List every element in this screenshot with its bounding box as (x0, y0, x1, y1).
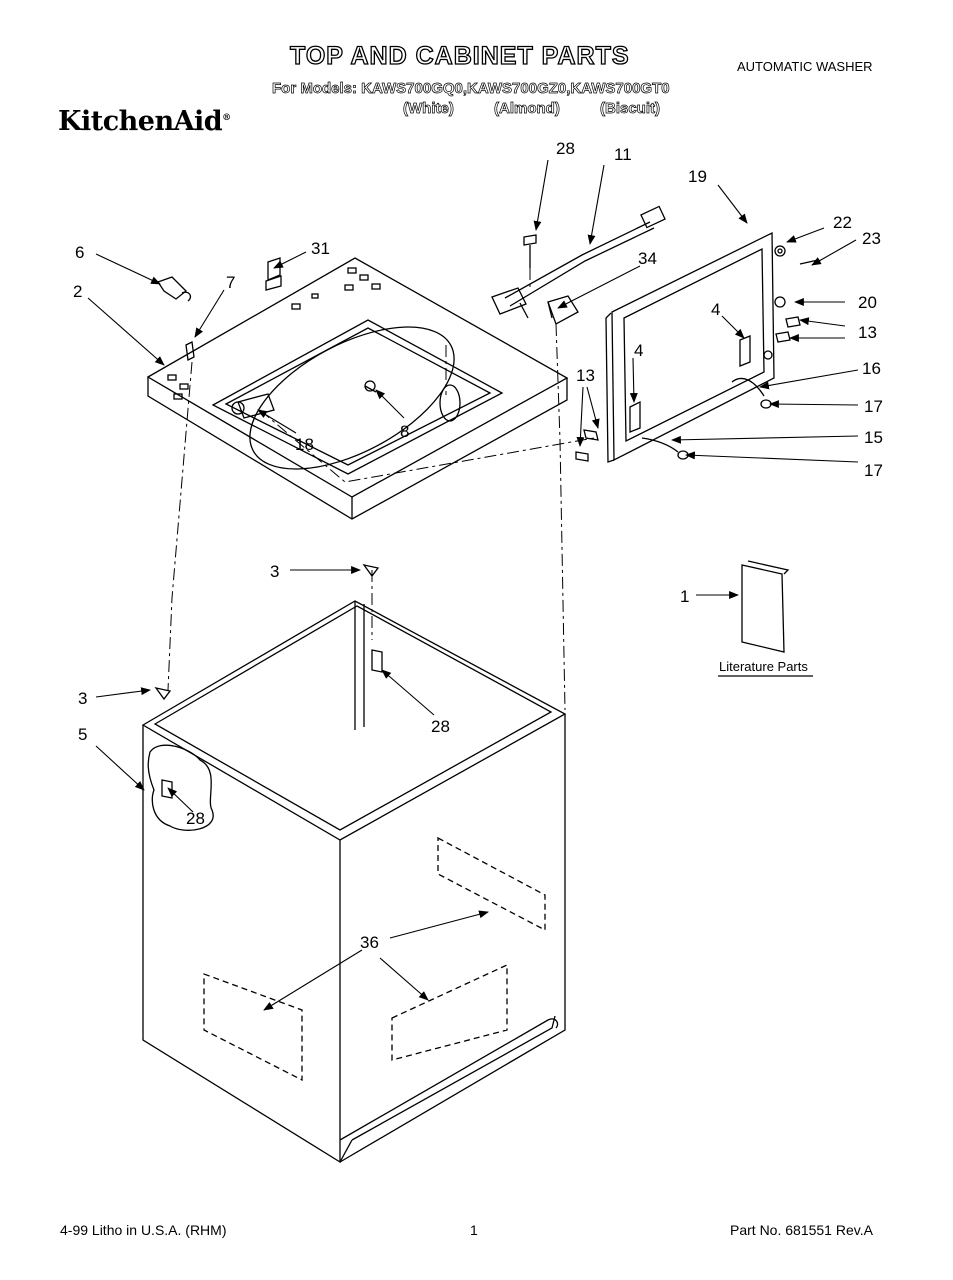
callout-20: 20 (858, 293, 877, 312)
part-31-bracket (265, 257, 282, 291)
cabinet (141, 600, 567, 1164)
part-34-clip (547, 295, 579, 325)
part-number: Part No. 681551 Rev.A (730, 1222, 873, 1238)
callout-28-lower: 28 (186, 809, 205, 828)
hinge-rod (231, 393, 275, 419)
callout-17-lower: 17 (864, 461, 883, 480)
literature-parts-label: Literature Parts (719, 659, 808, 674)
callout-8: 8 (400, 422, 409, 441)
litho-footer: 4-99 Litho in U.S.A. (RHM) (60, 1222, 227, 1238)
callout-3-lower: 3 (78, 689, 87, 708)
callout-13-right: 13 (858, 323, 877, 342)
callout-22: 22 (833, 213, 852, 232)
model-numbers: For Models: KAWS700GQ0,KAWS700GZ0,KAWS70… (272, 80, 670, 98)
color-almond: (Almond) (494, 100, 561, 118)
callout-23: 23 (862, 229, 881, 248)
brand-logo: KitchenAid® (58, 106, 231, 137)
callout-3-upper: 3 (270, 562, 279, 581)
callout-4-left: 4 (634, 341, 643, 360)
callout-13-left: 13 (576, 366, 595, 385)
registered-mark-icon: ® (222, 113, 231, 123)
color-white: (White) (403, 100, 455, 118)
page-title: TOP AND CABINET PARTS (289, 41, 630, 70)
callout-5: 5 (78, 725, 87, 744)
callout-31: 31 (311, 239, 330, 258)
callout-7: 7 (226, 273, 235, 292)
callout-18: 18 (295, 435, 314, 454)
top-panel (146, 257, 569, 520)
cabinet-fasteners (154, 564, 383, 799)
callout-arrows (87, 159, 859, 1011)
callout-labels: 28 11 19 22 23 6 31 34 2 7 4 20 13 4 16 … (73, 139, 883, 952)
console-frame (605, 231, 786, 463)
callout-34: 34 (638, 249, 657, 268)
callout-11: 11 (614, 145, 632, 164)
callout-4-frame: 4 (711, 300, 720, 319)
callout-19: 19 (688, 167, 707, 186)
callout-6: 6 (75, 243, 84, 262)
callout-15: 15 (864, 428, 883, 447)
callout-16: 16 (862, 359, 881, 378)
product-type: AUTOMATIC WASHER (737, 59, 873, 74)
callout-36: 36 (360, 933, 379, 952)
part-7-clip (185, 341, 195, 361)
screw-part-8 (364, 380, 377, 393)
wire-harness (491, 205, 666, 319)
callout-1: 1 (680, 587, 689, 606)
callout-28-top: 28 (556, 139, 575, 158)
page-number: 1 (470, 1222, 478, 1238)
color-biscuit: (Biscuit) (600, 100, 661, 118)
part-6-clip (156, 276, 192, 302)
literature-booklet (718, 560, 813, 677)
screw-part-28-top (523, 234, 537, 268)
callout-17-upper: 17 (864, 397, 883, 416)
callout-2: 2 (73, 282, 82, 301)
alignment-lines (167, 268, 595, 711)
callout-28-middle: 28 (431, 717, 450, 736)
brand-name: KitchenAid (58, 106, 223, 137)
